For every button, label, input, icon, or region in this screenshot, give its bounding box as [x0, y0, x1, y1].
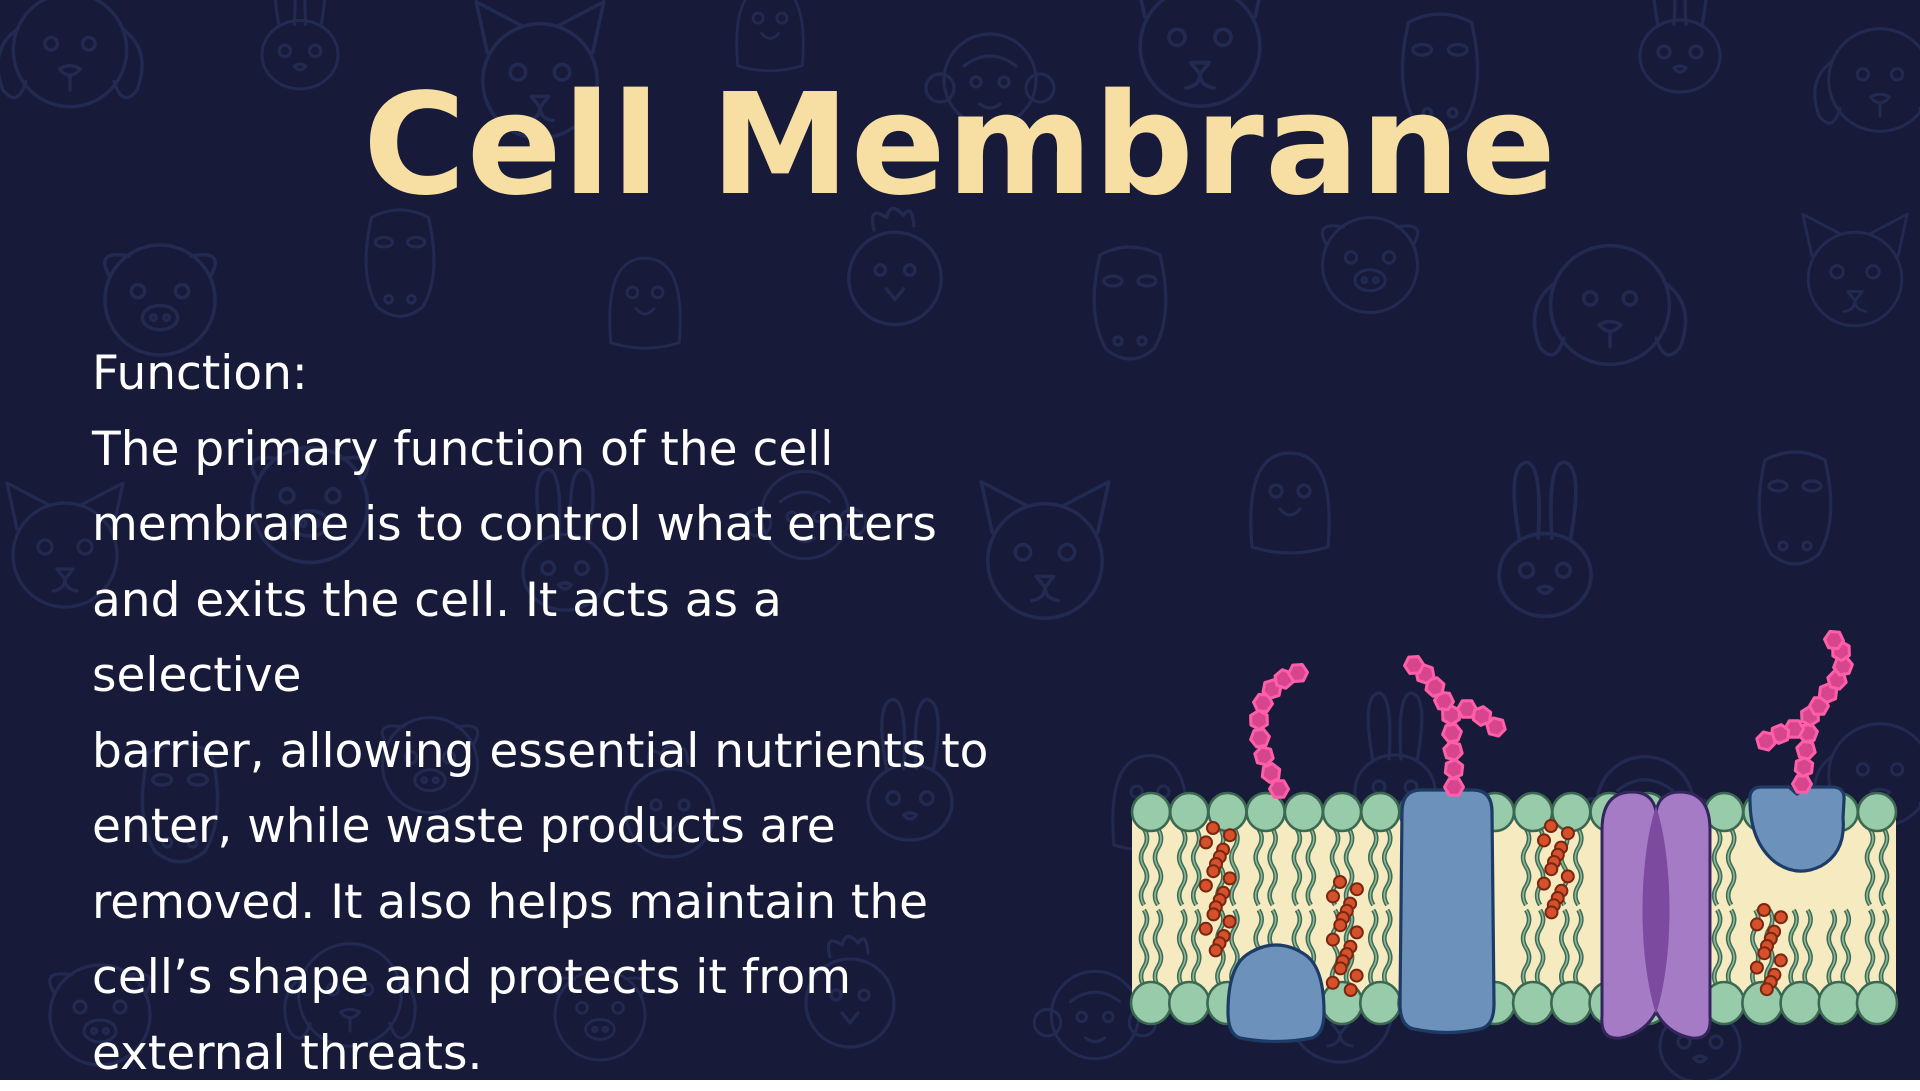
glycan-sugar-chain [1810, 631, 1853, 714]
integral-channel-protein [1400, 790, 1494, 1033]
glycan-sugar-chain [1757, 721, 1804, 750]
glycan-sugar-chain [1405, 657, 1464, 796]
peripheral-protein [1228, 945, 1324, 1042]
membrane-group [1131, 631, 1897, 1041]
purple-channel-protein [1602, 792, 1710, 1038]
glycan-sugar-chain [1251, 665, 1308, 798]
glycan-sugar-chain [1458, 701, 1506, 736]
